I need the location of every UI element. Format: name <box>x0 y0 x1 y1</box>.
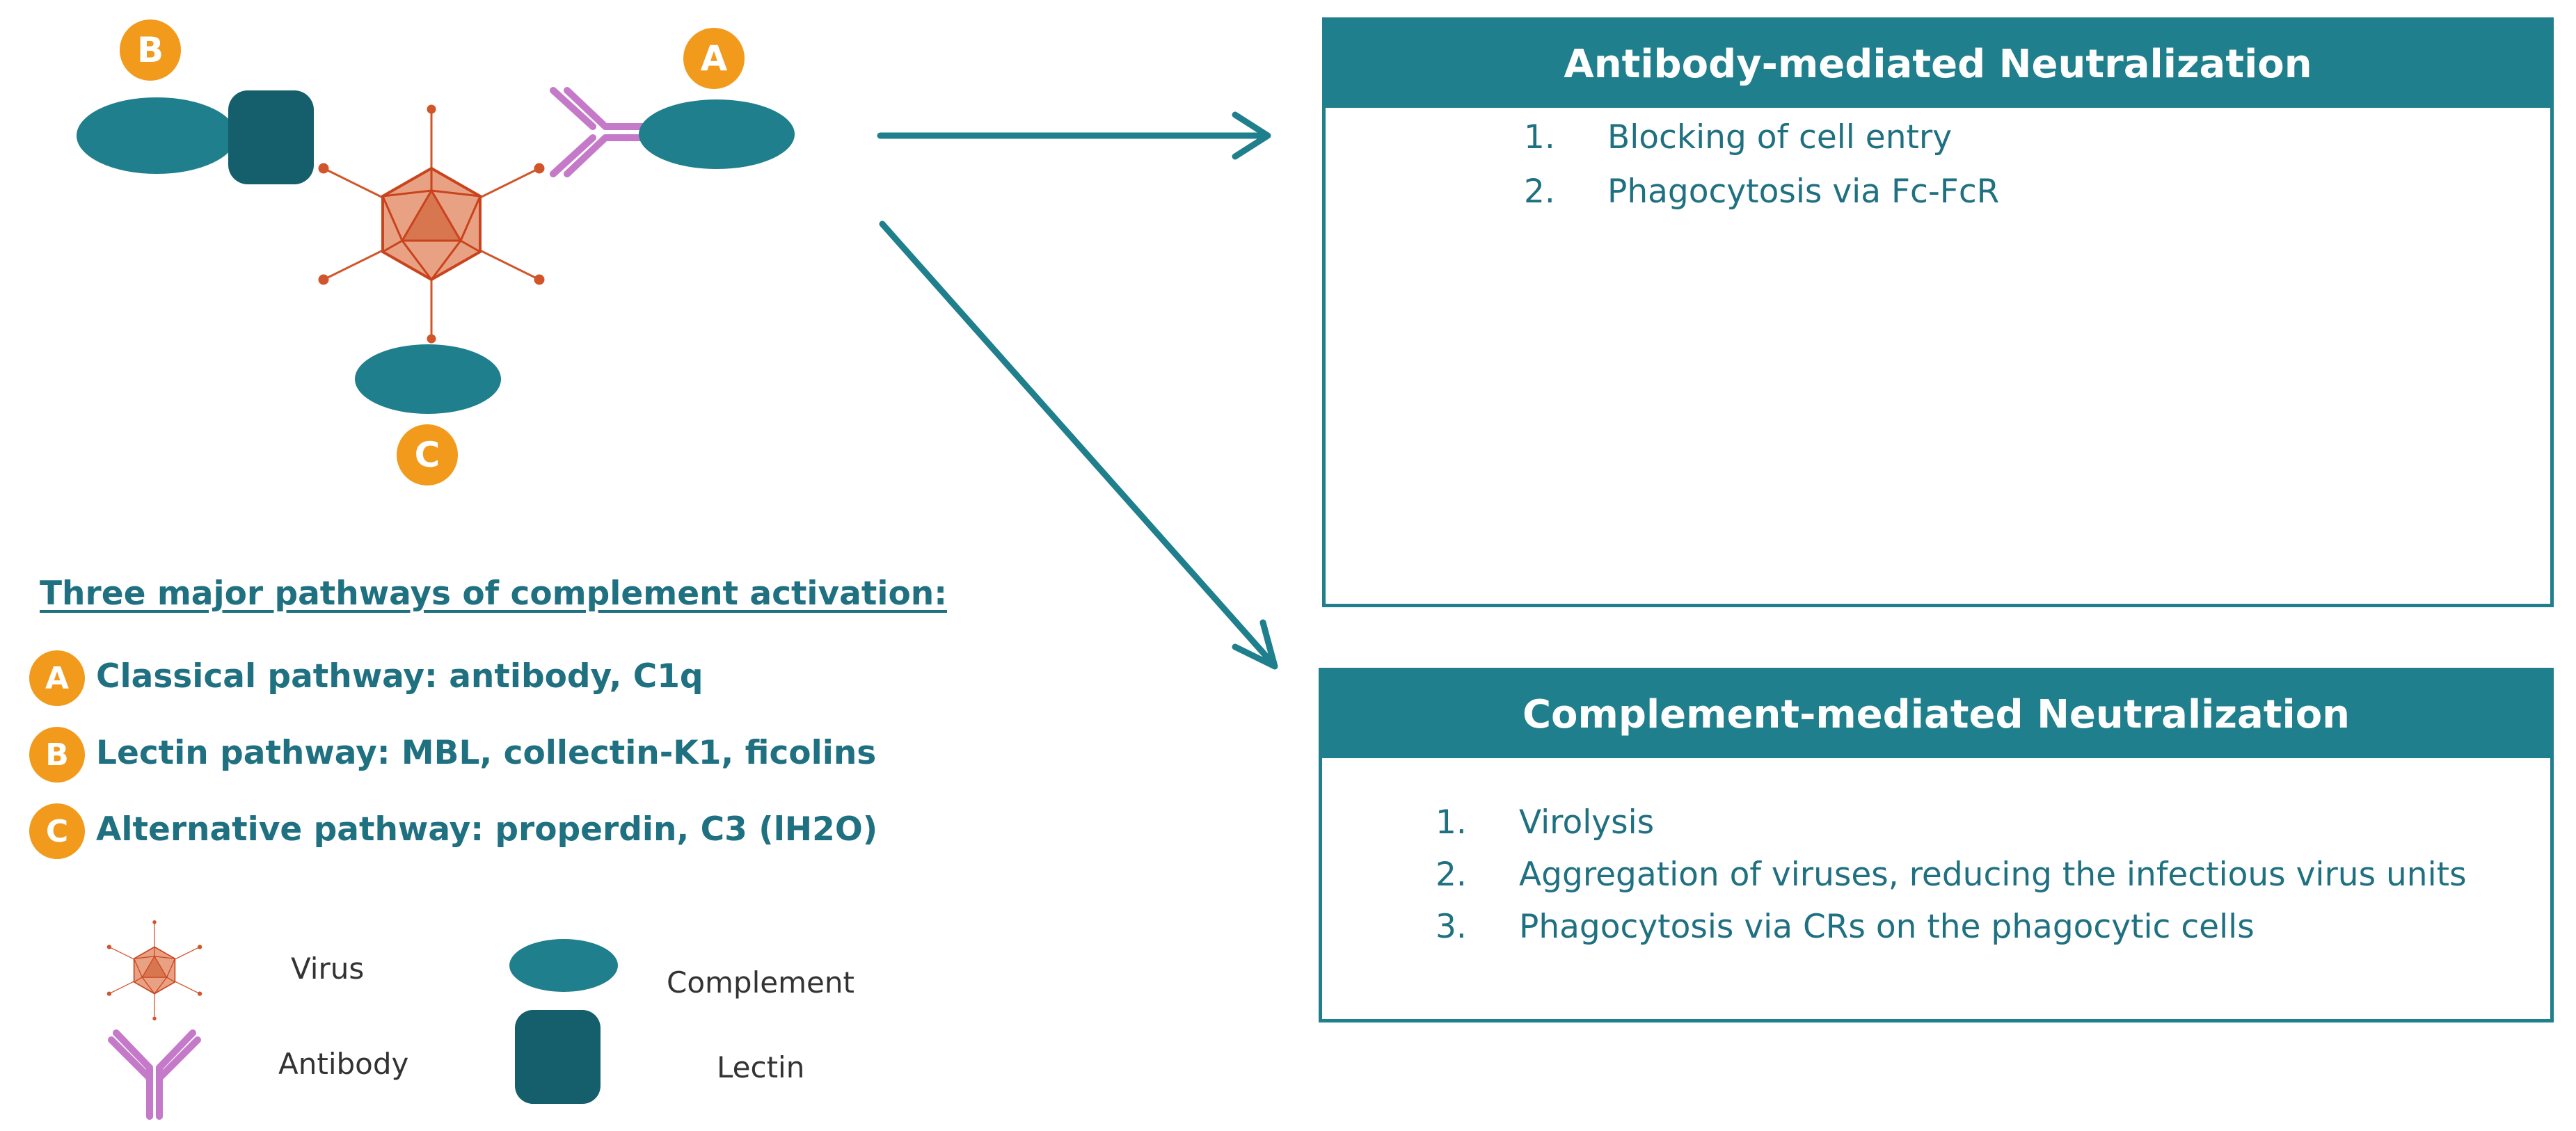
badge-b: B <box>120 19 181 81</box>
badge-a: A <box>683 28 745 89</box>
badge-c: C <box>397 424 458 486</box>
list-item-number: 1. <box>1524 118 1555 157</box>
virus-icon <box>318 104 545 344</box>
arrow-to-antibody-panel <box>877 111 1271 160</box>
legend-antibody-label: Antibody <box>278 1047 409 1081</box>
pathway-badge-c: C <box>29 803 85 859</box>
complement-neutralization-panel: Complement-mediated Neutralization 1. Vi… <box>1319 668 2554 1022</box>
pathway-alternative-label: Alternative pathway: properdin, C3 (lH2O… <box>96 810 878 849</box>
pathway-badge-a: A <box>29 650 85 706</box>
list-item-text: Blocking of cell entry <box>1607 118 1953 157</box>
list-item: 2. Aggregation of viruses, reducing the … <box>1436 856 2467 908</box>
pathway-lectin-label: Lectin pathway: MBL, collectin-K1, ficol… <box>96 734 877 772</box>
legend-lectin-label: Lectin <box>717 1050 805 1084</box>
complement-shape-a <box>639 99 795 169</box>
complement-panel-list: 1. Virolysis 2. Aggregation of viruses, … <box>1436 803 2467 960</box>
list-item: 3. Phagocytosis via CRs on the phagocyti… <box>1436 908 2467 960</box>
list-item-text: Phagocytosis via CRs on the phagocytic c… <box>1519 908 2255 946</box>
antibody-panel-list: 1. Blocking of cell entry 2. Phagocytosi… <box>1524 118 1999 227</box>
legend-virus-icon <box>106 920 202 1021</box>
list-item-text: Aggregation of viruses, reducing the inf… <box>1519 856 2467 894</box>
list-item-number: 3. <box>1436 908 1467 946</box>
complement-panel-title: Complement-mediated Neutralization <box>1322 671 2550 758</box>
list-item: 2. Phagocytosis via Fc-FcR <box>1524 173 1999 227</box>
complement-shape-c <box>355 344 501 414</box>
legend-lectin-shape <box>515 1010 601 1104</box>
pathway-classical-label: Classical pathway: antibody, C1q <box>96 657 703 696</box>
pathway-badge-b: B <box>29 727 85 783</box>
legend-complement-label: Complement <box>667 965 854 1000</box>
arrow-to-complement-panel <box>879 220 1278 670</box>
legend-antibody-icon <box>111 1033 198 1116</box>
list-item-text: Virolysis <box>1519 803 1655 842</box>
legend-virus-label: Virus <box>291 952 365 986</box>
legend-complement-shape <box>509 939 618 992</box>
antibody-neutralization-panel: Antibody-mediated Neutralization 1. Bloc… <box>1322 17 2554 607</box>
antibody-panel-title: Antibody-mediated Neutralization <box>1326 21 2550 108</box>
list-item-text: Phagocytosis via Fc-FcR <box>1607 173 2000 211</box>
list-item-number: 2. <box>1436 856 1467 894</box>
list-item-number: 1. <box>1436 803 1467 842</box>
complement-shape-b <box>77 97 237 174</box>
list-item: 1. Virolysis <box>1436 803 2467 856</box>
pathways-title: Three major pathways of complement activ… <box>40 575 948 613</box>
lectin-shape <box>228 90 314 184</box>
list-item-number: 2. <box>1524 173 1555 211</box>
list-item: 1. Blocking of cell entry <box>1524 118 1999 173</box>
